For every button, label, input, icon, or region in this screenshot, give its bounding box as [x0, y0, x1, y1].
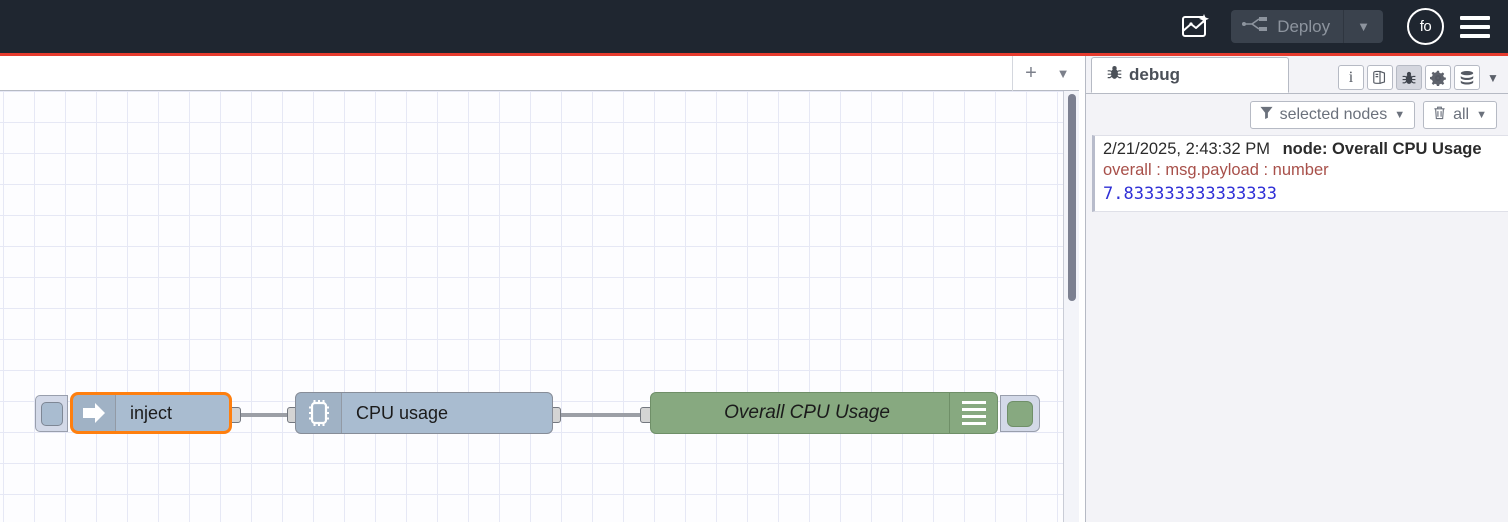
debug-lines-icon [949, 393, 997, 433]
wire-cpu-to-debug [558, 413, 650, 417]
help-book-icon[interactable] [1367, 65, 1393, 90]
node-overall-cpu-usage[interactable]: Overall CPU Usage [650, 392, 998, 434]
trash-icon [1433, 106, 1446, 125]
context-data-icon[interactable] [1454, 65, 1480, 90]
inject-arrow-icon [73, 395, 116, 431]
debug-enable-toggle-inner [1007, 400, 1033, 427]
debug-message-node[interactable]: node: Overall CPU Usage [1282, 140, 1482, 158]
node-cpu-usage[interactable]: CPU usage [295, 392, 553, 434]
debug-tab-icon[interactable] [1396, 65, 1422, 90]
deploy-divider [1343, 10, 1345, 43]
funnel-icon [1260, 106, 1273, 124]
node-cpu-usage-label: CPU usage [356, 402, 449, 423]
debug-filter-row: selected nodes ▼ all ▼ [1086, 95, 1508, 135]
node-inject[interactable]: inject [70, 392, 232, 434]
tab-debug[interactable]: debug [1091, 57, 1289, 93]
canvas-scrollbar-thumb[interactable] [1068, 94, 1076, 301]
config-gear-icon[interactable] [1425, 65, 1451, 90]
flow-canvas[interactable]: inject CPU usage Overall CPU Usage [0, 91, 1063, 522]
debug-enable-toggle[interactable] [1000, 395, 1040, 432]
header-accent-rule [0, 53, 1508, 56]
canvas-vertical-scrollbar[interactable] [1063, 91, 1079, 522]
wire-inject-to-cpu [236, 413, 296, 417]
info-tab-icon[interactable]: i [1338, 65, 1364, 90]
inject-trigger-button-inner [40, 401, 63, 426]
sidebar-more-caret-icon[interactable]: ▼ [1487, 70, 1499, 85]
deploy-button[interactable]: Deploy ▼ [1231, 10, 1383, 43]
sidebar: debug i [1085, 56, 1508, 522]
bug-icon [1106, 64, 1123, 86]
tab-debug-label: debug [1129, 65, 1180, 84]
info-glyph: i [1348, 68, 1354, 86]
node-inject-label: inject [130, 402, 173, 423]
deploy-caret-icon[interactable]: ▼ [1357, 19, 1370, 34]
app-header: Deploy ▼ fo [0, 0, 1508, 53]
avatar-initials: fo [1419, 18, 1432, 35]
debug-message-list[interactable]: 2/21/2025, 2:43:32 PM node: Overall CPU … [1092, 135, 1508, 522]
debug-message-topic: overall : msg.payload : number [1103, 161, 1329, 179]
flow-sparkle-icon[interactable] [1175, 7, 1215, 47]
deploy-label: Deploy [1277, 16, 1331, 36]
debug-message-timestamp: 2/21/2025, 2:43:32 PM [1103, 140, 1270, 158]
microchip-icon [296, 393, 342, 433]
deploy-button-main[interactable]: Deploy [1231, 10, 1343, 43]
debug-node-filter-caret-icon: ▼ [1394, 109, 1406, 121]
avatar[interactable]: fo [1407, 8, 1444, 45]
debug-message-header: 2/21/2025, 2:43:32 PM node: Overall CPU … [1103, 140, 1502, 159]
flow-list-caret-icon[interactable]: ▼ [1056, 65, 1070, 81]
flow-tab-tools: + ▼ [1012, 55, 1079, 91]
hamburger-menu-icon[interactable] [1460, 11, 1490, 43]
debug-node-filter-label: selected nodes [1279, 106, 1388, 123]
debug-message-value: 7.833333333333333 [1103, 184, 1277, 204]
deploy-icon [1242, 16, 1268, 37]
node-overall-cpu-usage-label: Overall CPU Usage [724, 402, 890, 423]
sidebar-tool-buttons: i [1338, 65, 1508, 93]
flow-tab-bar: + ▼ [0, 55, 1079, 91]
debug-clear-button[interactable]: all ▼ [1423, 101, 1497, 129]
flow-workspace: + ▼ injec [0, 55, 1079, 522]
debug-clear-label: all [1453, 106, 1470, 123]
inject-trigger-button[interactable] [35, 395, 68, 432]
debug-message[interactable]: 2/21/2025, 2:43:32 PM node: Overall CPU … [1092, 135, 1508, 212]
add-flow-button[interactable]: + [1025, 61, 1037, 84]
debug-node-filter-button[interactable]: selected nodes ▼ [1249, 101, 1416, 129]
debug-clear-caret-icon: ▼ [1476, 109, 1487, 121]
sidebar-tab-row: debug i [1086, 56, 1508, 94]
